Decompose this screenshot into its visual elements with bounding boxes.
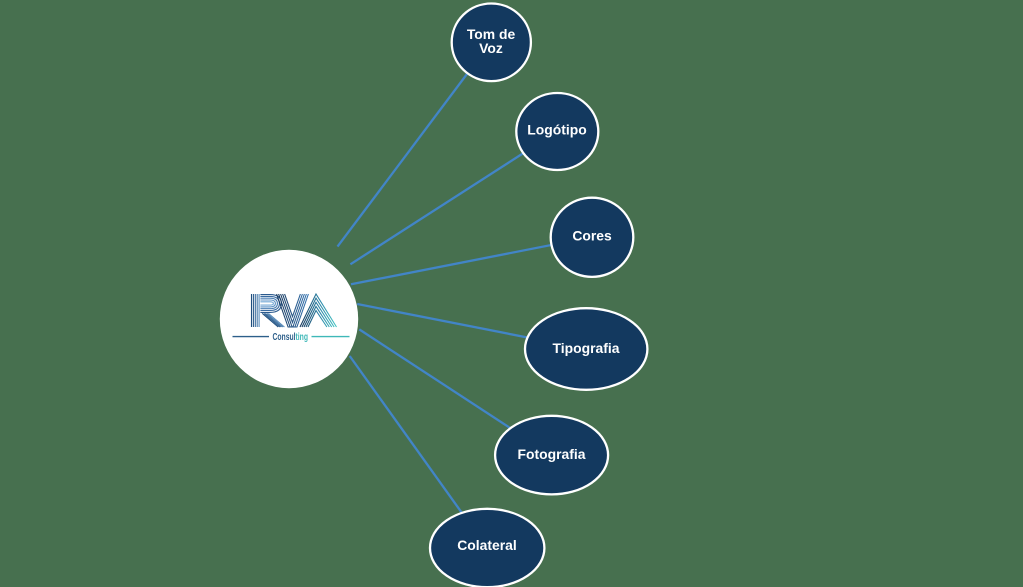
svg-text:Logótipo: Logótipo [527,122,586,138]
svg-text:Cores: Cores [572,228,612,244]
svg-text:Tom de: Tom de [467,26,516,42]
svg-text:Voz: Voz [479,40,503,56]
svg-text:Colateral: Colateral [457,537,516,553]
svg-text:Tipografia: Tipografia [553,340,620,356]
svg-text:Fotografia: Fotografia [518,446,586,462]
svg-text:Consulting: Consulting [273,332,309,343]
